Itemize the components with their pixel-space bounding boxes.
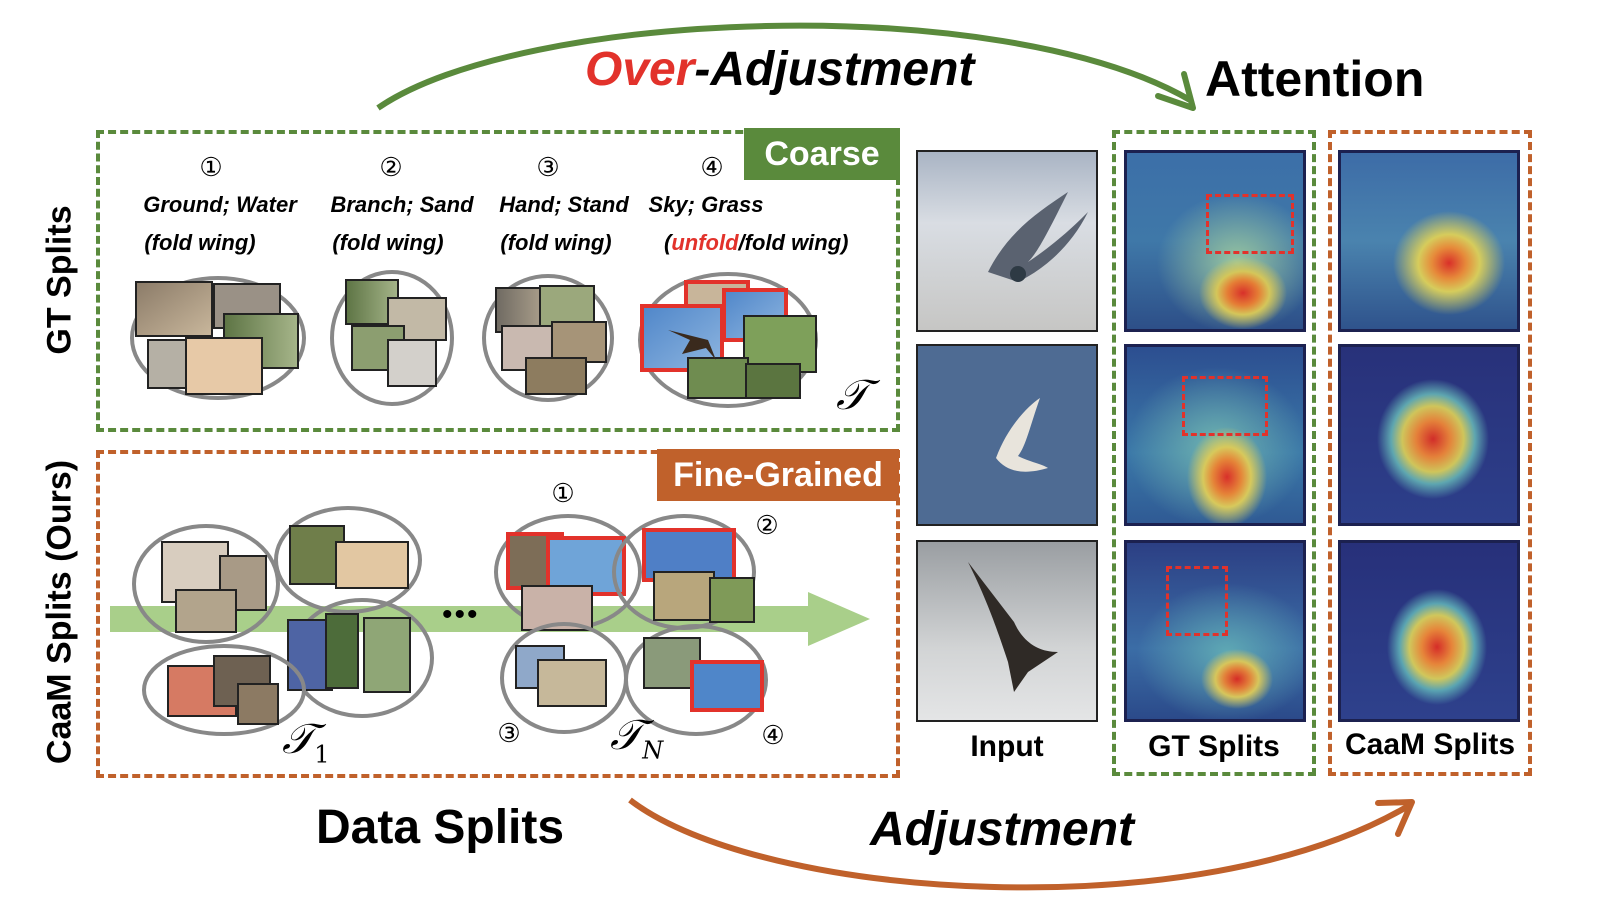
over-adjustment-title: Over-Adjustment xyxy=(585,42,974,97)
gt-clusters xyxy=(130,270,818,408)
group-1-label-line2: (fold wing) xyxy=(144,230,256,255)
adjustment-label: Adjustment xyxy=(870,803,1134,856)
gt-cluster-2 xyxy=(330,270,454,406)
caam-number-1: ① xyxy=(551,478,575,508)
over-word: Over xyxy=(585,43,695,96)
tn-symbol: 𝒯 xyxy=(610,710,643,759)
fine-grained-tag: Fine-Grained xyxy=(657,449,899,501)
gt-splits-side-label: GT Splits xyxy=(40,205,79,355)
group-3-label-line2: (fold wing) xyxy=(500,230,612,255)
unfold-word: unfold xyxy=(671,230,739,255)
gt-heatmap-3 xyxy=(1124,540,1306,722)
group-2-number: ② xyxy=(379,152,403,182)
ellipsis-dots: ••• xyxy=(442,598,480,631)
group-4-number: ④ xyxy=(700,152,724,182)
gt-heatmap-2-focus-box xyxy=(1182,376,1268,436)
attention-title: Attention xyxy=(1205,51,1425,107)
tn-subscript: N xyxy=(642,736,664,765)
group-4-label-line2: (unfold/fold wing) xyxy=(664,230,849,256)
gt-splits-column-label: GT Splits xyxy=(1148,730,1280,763)
caam-number-2: ② xyxy=(755,510,779,540)
gt-splits-box xyxy=(96,130,900,432)
group-4-label-line1: Sky; Grass xyxy=(648,192,764,217)
input-image-1 xyxy=(916,150,1098,332)
input-column-label: Input xyxy=(970,730,1044,763)
group-2-label-line1: Branch; Sand xyxy=(330,192,474,217)
caam-heatmap-2 xyxy=(1338,344,1520,526)
gt-splits-attention-box xyxy=(1112,130,1316,776)
gt-cluster-3 xyxy=(482,274,614,402)
adjustment-word: -Adjustment xyxy=(694,43,975,96)
fold-wing-text: /fold wing) xyxy=(738,230,849,255)
caam-splits-attention-box xyxy=(1328,130,1532,776)
gt-heatmap-1 xyxy=(1124,150,1306,332)
coarse-tag: Coarse xyxy=(744,128,900,180)
caam-number-4: ④ xyxy=(761,720,785,750)
input-image-3 xyxy=(916,540,1098,722)
group-1-label-line1: Ground; Water xyxy=(143,192,297,217)
caam-flow-diagram xyxy=(110,506,870,736)
gt-math-symbol: 𝒯 xyxy=(836,370,869,419)
t1-subscript: 1 xyxy=(314,740,330,769)
caam-splits-column-label: CaaM Splits xyxy=(1344,728,1516,761)
gt-cluster-1 xyxy=(130,276,306,400)
gt-heatmap-1-focus-box xyxy=(1206,194,1294,254)
caam-number-3: ③ xyxy=(497,718,521,748)
data-splits-label: Data Splits xyxy=(316,801,565,854)
group-1-number: ① xyxy=(199,152,223,182)
group-2-label-line2: (fold wing) xyxy=(332,230,444,255)
group-3-label-line1: Hand; Stand xyxy=(499,192,629,217)
caam-splits-side-label: CaaM Splits (Ours) xyxy=(40,459,79,765)
caam-math-tn: 𝒯N xyxy=(610,710,663,764)
caam-heatmap-3 xyxy=(1338,540,1520,722)
flow-arrow-head xyxy=(808,592,870,646)
input-image-2 xyxy=(916,344,1098,526)
caam-heatmap-1 xyxy=(1338,150,1520,332)
caam-splits-box xyxy=(96,450,900,778)
group-3-number: ③ xyxy=(536,152,560,182)
gt-heatmap-3-focus-box xyxy=(1166,566,1228,636)
t1-symbol: 𝒯 xyxy=(282,714,315,763)
group-4-open-paren: ( xyxy=(664,230,672,255)
caam-math-t1: 𝒯1 xyxy=(282,714,329,768)
